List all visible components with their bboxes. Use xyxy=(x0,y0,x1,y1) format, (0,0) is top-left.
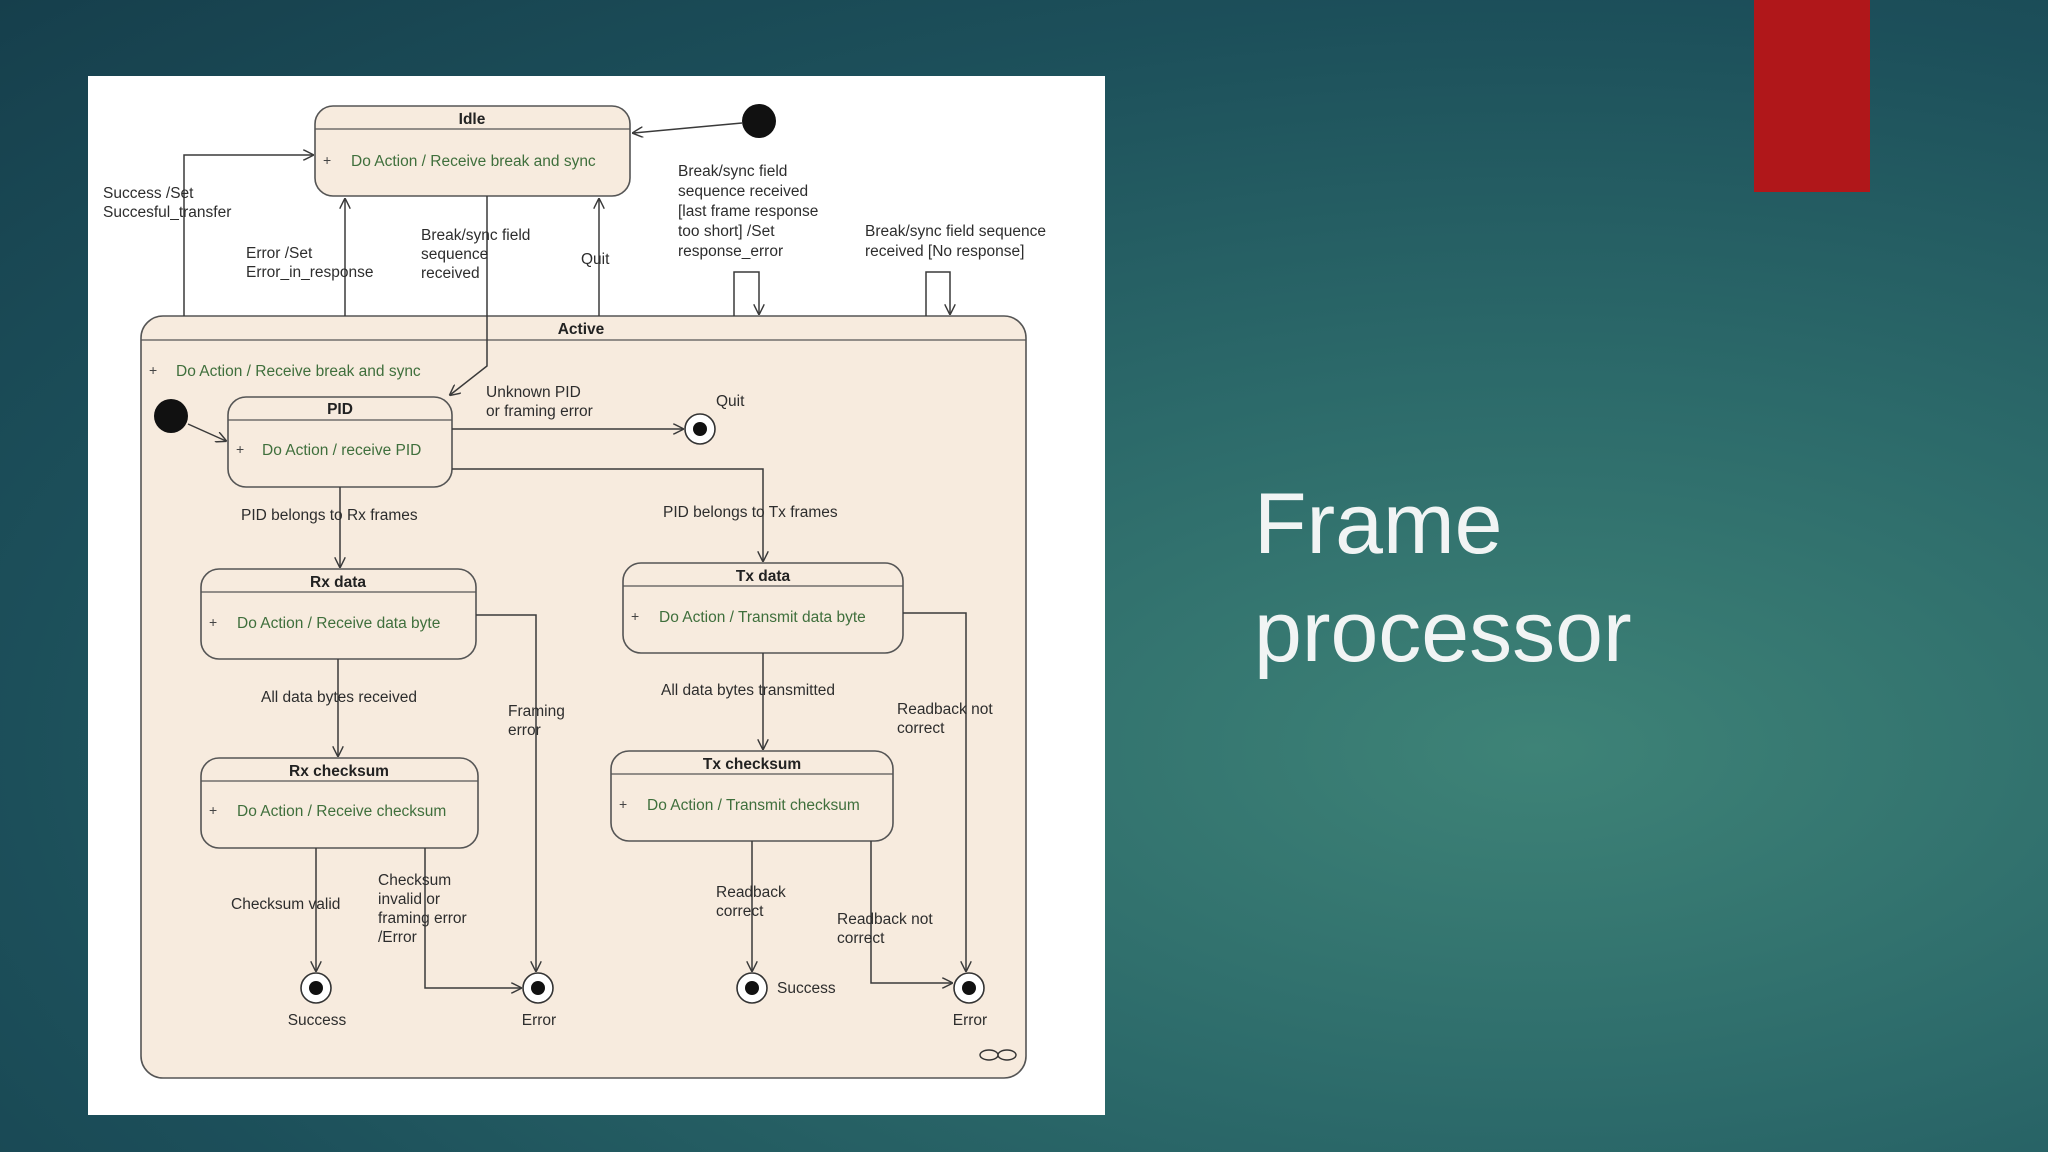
arrow-initial-to-pid xyxy=(187,423,226,441)
state-tx-checksum-action: Do Action / Transmit checksum xyxy=(647,797,860,814)
state-rx-checksum-action: Do Action / Receive checksum xyxy=(237,803,446,820)
state-tx-checksum-title: Tx checksum xyxy=(703,756,801,773)
svg-text:+: + xyxy=(209,614,217,630)
final-state-error-tx xyxy=(953,972,985,1004)
label-framing-error: Framing error xyxy=(508,703,569,739)
state-rx-data-title: Rx data xyxy=(310,574,366,591)
initial-state-outer xyxy=(742,104,776,138)
label-readback-correct: Readback correct xyxy=(716,884,790,920)
state-rx-data-action: Do Action / Receive data byte xyxy=(237,615,440,632)
svg-text:+: + xyxy=(209,802,217,818)
label-final-success-rx: Success xyxy=(288,1012,347,1029)
label-readback-not-correct-2: Readback not correct xyxy=(837,911,937,947)
label-pid-rx: PID belongs to Rx frames xyxy=(241,507,418,524)
state-tx-data: Tx data + Do Action / Transmit data byte xyxy=(622,562,904,654)
label-breaksync-received: Break/sync field sequence received xyxy=(421,227,535,282)
final-state-quit xyxy=(684,413,716,445)
arrow-breaksync-to-pid xyxy=(450,196,488,395)
arrow-self-short xyxy=(733,271,759,316)
label-unknown-pid: Unknown PID or framing error xyxy=(486,384,593,420)
arrow-readback-not-correct-1 xyxy=(903,612,966,971)
state-active-title: Active xyxy=(558,321,605,338)
state-rx-data: Rx data + Do Action / Receive data byte xyxy=(200,568,477,660)
state-rx-checksum: Rx checksum + Do Action / Receive checks… xyxy=(200,757,479,849)
state-active: Active + Do Action / Receive break and s… xyxy=(140,315,1027,1079)
title-line-1: Frame xyxy=(1254,476,1503,572)
final-state-success-rx xyxy=(300,972,332,1004)
state-idle: Idle + Do Action / Receive break and syn… xyxy=(314,105,631,197)
final-state-success-tx xyxy=(736,972,768,1004)
state-diagram-panel: Active + Do Action / Receive break and s… xyxy=(88,76,1105,1115)
label-quit-top: Quit xyxy=(581,251,610,268)
label-all-tx: All data bytes transmitted xyxy=(661,682,835,699)
arrow-readback-not-correct-2 xyxy=(870,841,952,983)
svg-text:+: + xyxy=(236,441,244,457)
svg-text:+: + xyxy=(631,608,639,624)
label-final-success-tx: Success xyxy=(777,980,836,997)
state-idle-title: Idle xyxy=(459,111,486,128)
accent-bar xyxy=(1754,0,1870,192)
state-pid-action: Do Action / receive PID xyxy=(262,442,421,459)
title-line-2: processor xyxy=(1254,584,1632,680)
label-pid-tx: PID belongs to Tx frames xyxy=(663,504,838,521)
state-tx-data-action: Do Action / Transmit data byte xyxy=(659,609,866,626)
state-active-action: Do Action / Receive break and sync xyxy=(176,363,421,380)
label-checksum-valid: Checksum valid xyxy=(231,896,340,913)
slide-title: Frame processor xyxy=(1254,470,1954,686)
arrow-success-to-idle xyxy=(183,155,313,316)
state-pid: PID + Do Action / receive PID xyxy=(227,396,453,488)
transitions xyxy=(183,122,966,988)
label-breaksync-noresp: Break/sync field sequence received [No r… xyxy=(865,223,1050,260)
label-final-error-rx: Error xyxy=(522,1012,556,1029)
label-all-rx: All data bytes received xyxy=(261,689,417,706)
label-final-error-tx: Error xyxy=(953,1012,987,1029)
state-tx-checksum: Tx checksum + Do Action / Transmit check… xyxy=(610,750,894,842)
state-rx-checksum-title: Rx checksum xyxy=(289,763,389,780)
state-idle-action: Do Action / Receive break and sync xyxy=(351,153,596,170)
label-breaksync-short: Break/sync field sequence received [last… xyxy=(678,163,823,260)
arrow-framing-error xyxy=(476,614,536,971)
final-state-error-rx xyxy=(522,972,554,1004)
svg-text:+: + xyxy=(619,796,627,812)
svg-text:+: + xyxy=(323,152,331,168)
label-readback-not-correct-1: Readback not correct xyxy=(897,701,997,737)
label-success-set: Success /Set Succesful_transfer xyxy=(103,185,231,221)
state-tx-data-title: Tx data xyxy=(736,568,791,585)
svg-text:+: + xyxy=(149,362,157,378)
label-error-set: Error /Set Error_in_response xyxy=(246,245,374,281)
initial-state-inner xyxy=(154,399,188,433)
arrow-pid-to-tx xyxy=(452,468,763,561)
state-machine-diagram: Active + Do Action / Receive break and s… xyxy=(103,104,1050,1079)
arrow-initial-to-idle xyxy=(633,122,743,133)
arrow-checksum-invalid xyxy=(424,848,521,988)
label-checksum-invalid: Checksum invalid or framing error /Error xyxy=(378,872,471,946)
composite-icon xyxy=(979,1049,1017,1061)
arrow-self-noresp xyxy=(925,271,950,316)
label-quit-inner: Quit xyxy=(716,393,745,410)
state-pid-title: PID xyxy=(327,401,353,418)
